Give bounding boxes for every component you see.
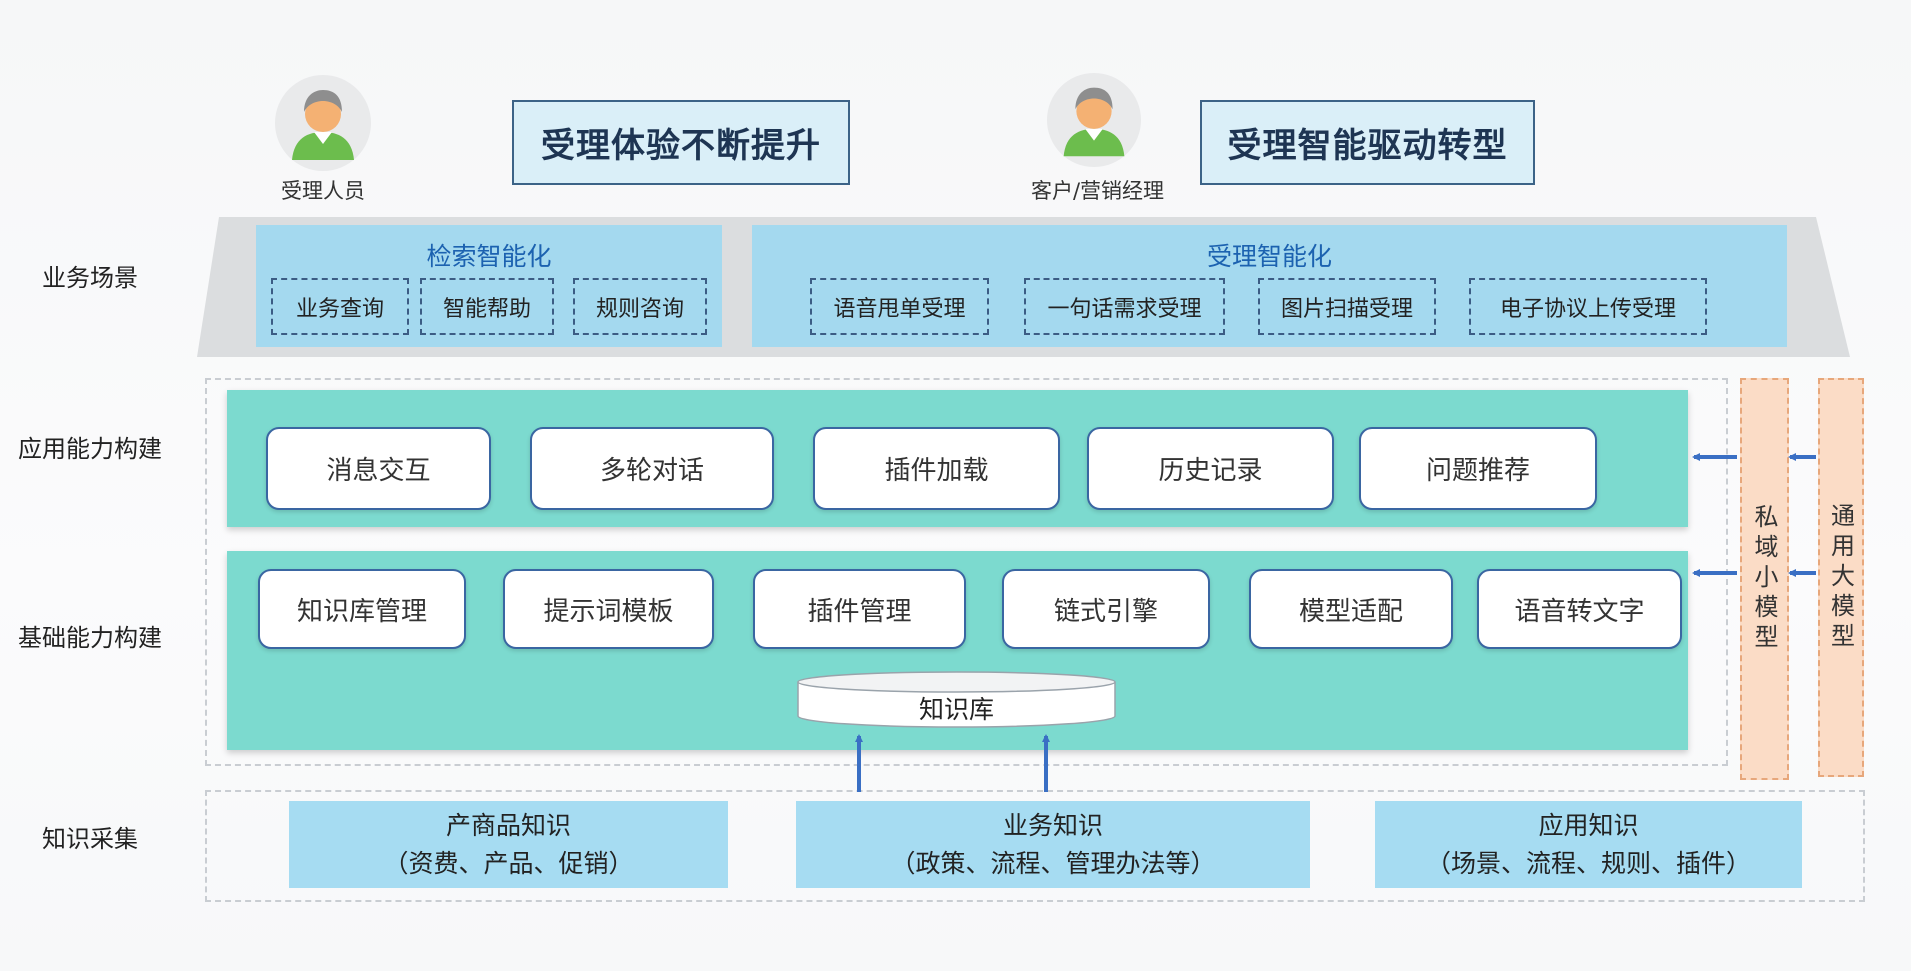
database-cylinder-icon: [797, 671, 1116, 728]
knowledge-source-detail: （政策、流程、管理办法等）: [890, 848, 1216, 878]
general-model-column: 通用大模型: [1818, 378, 1864, 777]
knowledge-collection-container: [205, 790, 1865, 902]
layer-label-business-scene: 业务场景: [42, 264, 138, 292]
role-customer-manager: 客户/营销经理: [1031, 70, 1164, 205]
capability-box: 插件加载: [813, 427, 1060, 510]
scene-title: 受理智能化: [1206, 242, 1332, 271]
knowledge-source-detail: （场景、流程、规则、插件）: [1425, 848, 1751, 878]
scene-item: 一句话需求受理: [1024, 278, 1225, 335]
knowledge-source-title: 产商品知识: [445, 810, 571, 840]
knowledge-base-label: 知识库: [918, 695, 994, 724]
goal-box: 受理体验不断提升: [512, 100, 850, 185]
knowledge-source-detail: （资费、产品、促销）: [383, 848, 634, 878]
capability-box: 历史记录: [1087, 427, 1334, 510]
app-capability-band: 消息交互 多轮对话 插件加载 历史记录 问题推荐: [227, 390, 1688, 527]
private-model-column: 私域小模型: [1740, 378, 1789, 780]
role-operator: 受理人员: [268, 70, 378, 205]
scene-retrieval: 检索智能化 业务查询 智能帮助 规则咨询: [256, 225, 722, 347]
knowledge-source-box: 业务知识 （政策、流程、管理办法等）: [796, 801, 1310, 888]
layer-label-app-capability: 应用能力构建: [18, 435, 162, 463]
knowledge-base-cylinder: 知识库: [796, 670, 1117, 730]
knowledge-source-box: 产商品知识 （资费、产品、促销）: [289, 801, 728, 888]
goal-box: 受理智能驱动转型: [1200, 100, 1535, 185]
scene-item: 图片扫描受理: [1258, 278, 1436, 335]
knowledge-source-title: 业务知识: [1002, 810, 1103, 840]
layer-label-knowledge-collection: 知识采集: [42, 825, 138, 853]
knowledge-source-box: 应用知识 （场景、流程、规则、插件）: [1375, 801, 1802, 888]
scene-item: 规则咨询: [573, 278, 707, 335]
capability-box: 模型适配: [1249, 569, 1453, 649]
person-icon: [275, 75, 371, 171]
scene-item: 业务查询: [271, 278, 409, 335]
knowledge-source-title: 应用知识: [1538, 810, 1639, 840]
scene-item: 语音甩单受理: [810, 278, 989, 335]
capability-box: 链式引擎: [1002, 569, 1210, 649]
scene-item: 智能帮助: [420, 278, 554, 335]
role-label: 客户/营销经理: [1030, 179, 1165, 203]
base-capability-band: 知识库管理 提示词模板 插件管理 链式引擎 模型适配 语音转文字: [227, 551, 1688, 750]
scene-item: 电子协议上传受理: [1469, 278, 1707, 335]
role-label: 受理人员: [281, 179, 365, 203]
scene-acceptance: 受理智能化 语音甩单受理 一句话需求受理 图片扫描受理 电子协议上传受理: [752, 225, 1787, 347]
capability-box: 语音转文字: [1477, 569, 1682, 649]
capability-box: 插件管理: [753, 569, 966, 649]
capability-box: 提示词模板: [503, 569, 714, 649]
capability-box: 知识库管理: [258, 569, 466, 649]
capability-box: 问题推荐: [1359, 427, 1597, 510]
layer-label-base-capability: 基础能力构建: [18, 624, 162, 652]
scene-title: 检索智能化: [426, 242, 552, 271]
person-icon: [1046, 72, 1142, 168]
capability-box: 消息交互: [266, 427, 491, 510]
capability-box: 多轮对话: [530, 427, 774, 510]
